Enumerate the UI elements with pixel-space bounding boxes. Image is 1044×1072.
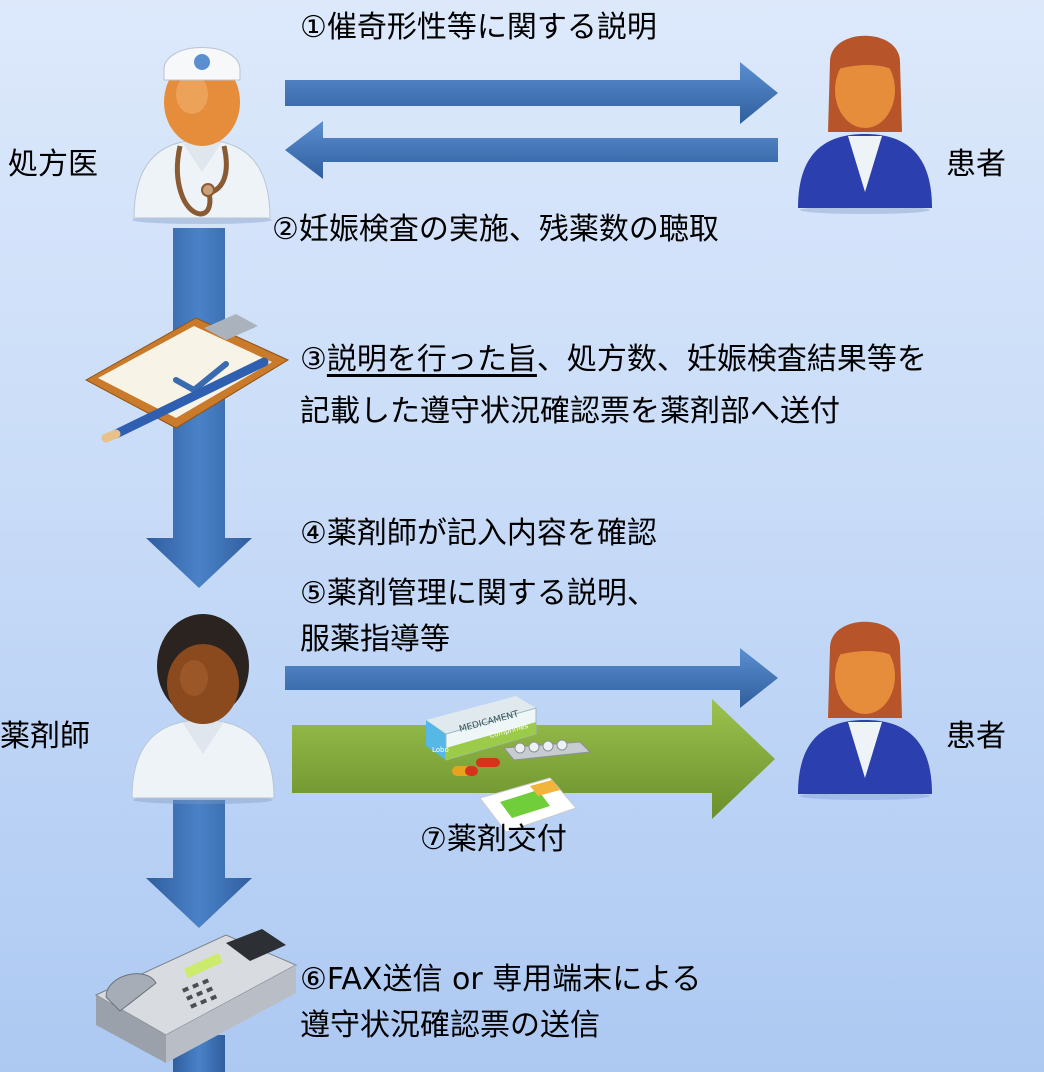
medicine-figure: MEDICAMENT Comprimes Lobo — [420, 690, 620, 840]
patient-icon — [798, 621, 932, 800]
arrow-right-step7 — [292, 699, 775, 819]
pharmacist-icon — [131, 614, 275, 804]
doctor-icon — [132, 47, 272, 224]
step3-line1: ③説明を行った旨、処方数、妊娠検査結果等を — [300, 342, 927, 378]
arrow-right-step1 — [285, 62, 778, 124]
step3-line2: 記載した遵守状況確認票を薬剤部へ送付 — [300, 394, 840, 429]
medicine-tag: Lobo — [432, 746, 449, 754]
medicine-icon: MEDICAMENT Comprimes Lobo — [426, 696, 592, 833]
fax-icon — [94, 929, 298, 1063]
patient-icon — [798, 35, 932, 214]
step1-text: ①催奇形性等に関する説明 — [300, 10, 657, 45]
clipboard-icon — [84, 314, 290, 443]
patient-label-1: 患者 — [946, 147, 1006, 182]
step3-rest: 、処方数、妊娠検査結果等を — [536, 342, 927, 377]
step5-line1: ⑤薬剤管理に関する説明、 — [300, 576, 657, 611]
step5-line2: 服薬指導等 — [300, 622, 450, 657]
fax-figure — [86, 925, 306, 1065]
step2-text: ②妊娠検査の実施、残薬数の聴取 — [272, 212, 719, 247]
step4-text: ④薬剤師が記入内容を確認 — [300, 516, 657, 551]
step6-line2: 遵守状況確認票の送信 — [300, 1008, 600, 1043]
clipboard-figure — [76, 310, 296, 443]
step6-line1: ⑥FAX送信 or 専用端末による — [300, 962, 702, 997]
step3-prefix: ③ — [300, 342, 327, 377]
patient-figure-1 — [790, 22, 940, 214]
step3-underlined: 説明を行った旨 — [326, 342, 537, 377]
step7-text: ⑦薬剤交付 — [420, 822, 567, 857]
doctor-label: 処方医 — [8, 147, 98, 182]
arrow-right-step5 — [285, 648, 778, 708]
arrow-left-step2 — [285, 121, 778, 179]
pharmacist-label: 薬剤師 — [0, 719, 90, 754]
doctor-figure — [112, 22, 292, 224]
arrow-down-pharmacist-to-fax — [146, 800, 252, 928]
pharmacist-figure — [118, 608, 288, 804]
patient-figure-2 — [790, 608, 940, 800]
patient-label-2: 患者 — [946, 719, 1006, 754]
